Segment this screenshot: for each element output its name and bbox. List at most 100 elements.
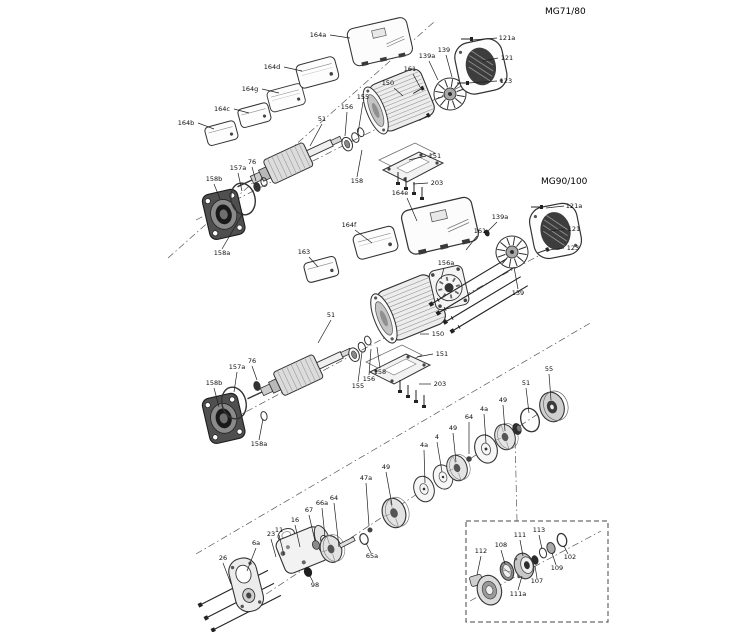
- part-label-6a: 6a: [252, 539, 260, 547]
- leader-line: [412, 73, 421, 88]
- leader-line: [482, 57, 499, 62]
- part-label-163: 163: [298, 248, 310, 256]
- part-label-150: 150: [432, 330, 444, 338]
- part-label-49: 49: [449, 424, 457, 432]
- leader-line: [525, 387, 530, 414]
- part-label-158b: 158b: [206, 175, 223, 183]
- leader-line: [436, 441, 443, 473]
- spacer-bead: [466, 456, 472, 462]
- leader-line: [393, 87, 404, 97]
- part-label-155: 155: [352, 382, 364, 390]
- part-label-11: 11: [275, 526, 283, 534]
- part-label-112: 112: [475, 547, 487, 555]
- part-label-123: 123: [500, 77, 512, 85]
- part-label-98: 98: [311, 581, 319, 589]
- part-label-26: 26: [219, 554, 227, 562]
- part-label-111a: 111a: [510, 590, 526, 598]
- part-label-156a: 156a: [438, 259, 454, 267]
- part-label-164f: 164f: [342, 221, 357, 229]
- part-label-164c: 164c: [214, 105, 230, 113]
- part-label-76: 76: [248, 357, 256, 365]
- spacing-pipe: [338, 536, 356, 549]
- seal-driver: [513, 552, 535, 580]
- leader-line: [237, 172, 243, 192]
- leader-line: [344, 111, 348, 137]
- neck-ring: [359, 533, 369, 545]
- fan-clip: [484, 229, 490, 237]
- leader-line: [365, 482, 370, 527]
- part-label-158a: 158a: [214, 249, 230, 257]
- part-label-161: 161: [474, 227, 486, 235]
- section-title-mg71-80: MG71/80: [545, 7, 586, 17]
- part-label-51: 51: [522, 379, 530, 387]
- leader-line: [270, 538, 277, 558]
- leader-line: [467, 80, 498, 84]
- part-label-76: 76: [248, 158, 256, 166]
- terminal-box-plate: [378, 142, 444, 183]
- leader-line: [258, 418, 264, 441]
- part-label-108: 108: [495, 541, 507, 549]
- bearing-ring: [367, 527, 373, 533]
- part-label-23: 23: [267, 530, 275, 538]
- leader-line: [563, 545, 569, 555]
- part-label-164g: 164g: [242, 85, 259, 93]
- leader-line: [452, 432, 457, 463]
- leader-line: [487, 221, 498, 232]
- part-label-121a: 121a: [499, 34, 515, 42]
- part-label-139a: 139a: [419, 52, 435, 60]
- spacer-ring: [260, 411, 268, 421]
- leader-line: [517, 575, 523, 591]
- leader-line: [213, 183, 221, 200]
- part-label-150: 150: [382, 79, 394, 87]
- leader-line: [408, 155, 427, 161]
- leader-line: [251, 166, 257, 182]
- leader-line: [406, 197, 418, 222]
- leader-line: [551, 552, 557, 566]
- part-label-111: 111: [514, 531, 526, 539]
- part-label-203: 203: [434, 380, 446, 388]
- leader-line: [356, 149, 363, 178]
- part-label-51: 51: [327, 311, 335, 319]
- part-label-67: 67: [305, 506, 313, 514]
- leader-line: [357, 351, 363, 383]
- leader-line: [483, 413, 487, 444]
- leader-line: [500, 549, 506, 565]
- leader-line: [549, 228, 566, 232]
- leader-line: [221, 212, 244, 250]
- part-label-155: 155: [357, 93, 369, 101]
- part-label-16: 16: [291, 516, 299, 524]
- leader-line: [545, 205, 565, 209]
- part-label-164a: 164a: [310, 31, 326, 39]
- impeller: [377, 493, 414, 532]
- stator-housing: [357, 65, 438, 138]
- part-label-49: 49: [499, 396, 507, 404]
- end-cap: [303, 567, 313, 577]
- leader-line: [445, 54, 453, 78]
- leader-line: [308, 573, 314, 583]
- part-label-47a: 47a: [360, 474, 372, 482]
- leader-line: [476, 555, 482, 576]
- o-ring: [230, 182, 256, 216]
- leader-line: [548, 247, 565, 251]
- part-label-65a: 65a: [366, 552, 378, 560]
- fan-cover-screw: [460, 36, 474, 42]
- leader-line: [357, 101, 364, 134]
- part-label-64: 64: [465, 413, 473, 421]
- leader-line: [308, 514, 316, 542]
- leader-line: [502, 404, 506, 432]
- seal-cup: [469, 574, 503, 606]
- leader-line: [534, 565, 538, 579]
- rotor-shaft: [241, 338, 358, 412]
- seal-seat: [538, 547, 548, 559]
- leader-line: [513, 266, 519, 290]
- leader-line: [321, 507, 326, 538]
- part-label-139: 139: [512, 289, 524, 297]
- motor-flange: [200, 187, 247, 242]
- part-label-123: 123: [567, 244, 579, 252]
- seal-nut: [512, 423, 522, 435]
- leader-line: [548, 373, 552, 401]
- part-label-4a: 4a: [420, 441, 428, 449]
- part-label-121: 121: [501, 54, 513, 62]
